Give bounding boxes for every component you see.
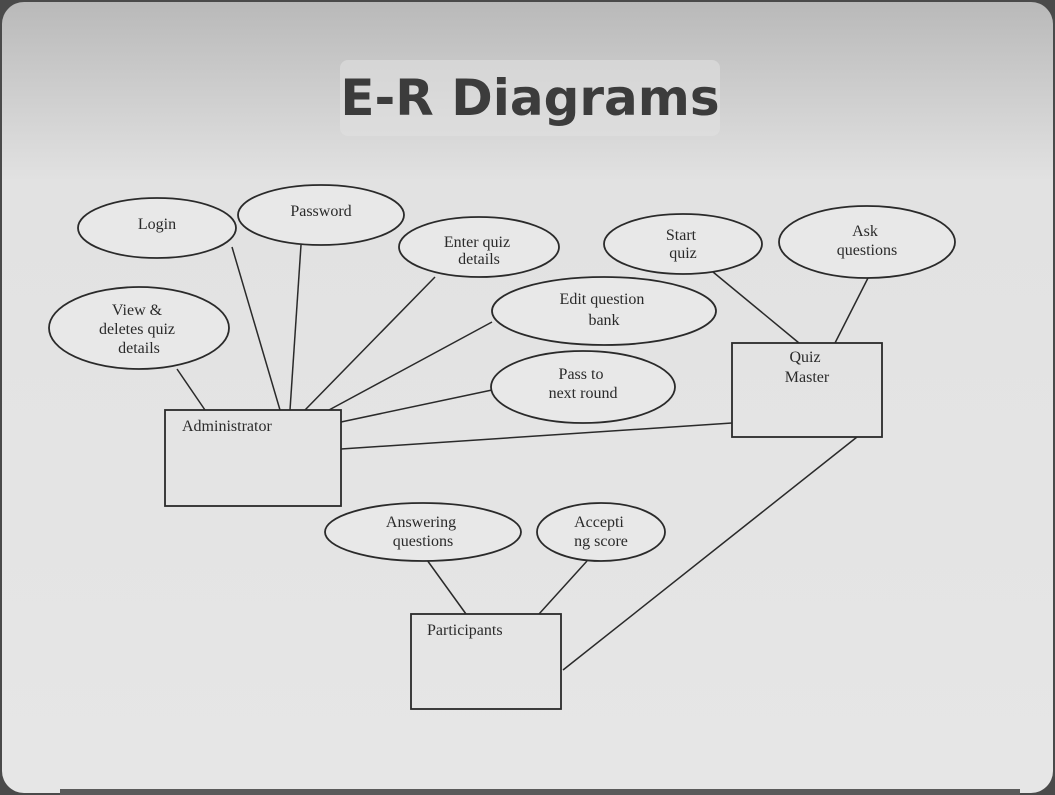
attribute-edit-question-bank-label: Edit question bank	[560, 291, 649, 329]
attribute-enter-quiz-details-label: Enter quiz details	[444, 234, 514, 268]
attribute-accepting-score-label: Accepti ng score	[574, 514, 628, 550]
line-login-admin	[231, 246, 281, 411]
title-background	[340, 60, 720, 136]
line-enter-admin	[304, 276, 436, 411]
entity-participants-box	[410, 613, 562, 710]
entity-administrator-label: Administrator	[182, 418, 272, 435]
line-password-admin	[289, 244, 302, 411]
attribute-edit-question-bank: Edit question bank	[491, 276, 717, 346]
page-title: E-R Diagrams	[340, 69, 720, 127]
line-quizmaster-participants	[562, 436, 858, 671]
attribute-answering-questions: Answering questions	[324, 502, 522, 562]
slide-bottom-bar	[60, 789, 1020, 795]
attribute-password-label: Password	[290, 203, 351, 220]
entity-administrator-box	[164, 409, 342, 507]
attribute-password: Password	[237, 184, 405, 246]
attribute-start-quiz-label: Start quiz	[666, 227, 700, 262]
attribute-enter-quiz-details: Enter quiz details	[398, 216, 560, 278]
line-answering-participants	[426, 559, 467, 615]
line-view-admin	[176, 368, 206, 411]
entity-quiz-master-label: Quiz Master	[785, 349, 830, 386]
attribute-view-delete-quiz-details: View & deletes quiz details	[48, 286, 230, 370]
line-ask-quizmaster	[834, 277, 869, 344]
attribute-ask-questions-label: Ask questions	[837, 223, 897, 259]
line-edit-admin	[328, 321, 493, 411]
attribute-ask-questions: Ask questions	[778, 205, 956, 279]
line-admin-quizmaster	[340, 422, 733, 450]
entity-participants-label: Participants	[427, 622, 503, 639]
attribute-login: Login	[77, 197, 237, 259]
line-pass-admin	[340, 389, 493, 423]
attribute-pass-to-next-round-label: Pass to next round	[549, 366, 618, 402]
attribute-start-quiz: Start quiz	[603, 213, 763, 275]
attribute-answering-questions-label: Answering questions	[386, 514, 460, 550]
attribute-accepting-score: Accepti ng score	[536, 502, 666, 562]
line-start-quizmaster	[712, 271, 800, 344]
attribute-view-delete-label: View & deletes quiz details	[99, 302, 179, 357]
attribute-pass-to-next-round: Pass to next round	[490, 350, 676, 424]
entity-quiz-master-box	[731, 342, 883, 438]
line-accepting-participants	[538, 560, 588, 615]
connector-lines	[176, 244, 869, 671]
attribute-login-label: Login	[138, 216, 176, 233]
